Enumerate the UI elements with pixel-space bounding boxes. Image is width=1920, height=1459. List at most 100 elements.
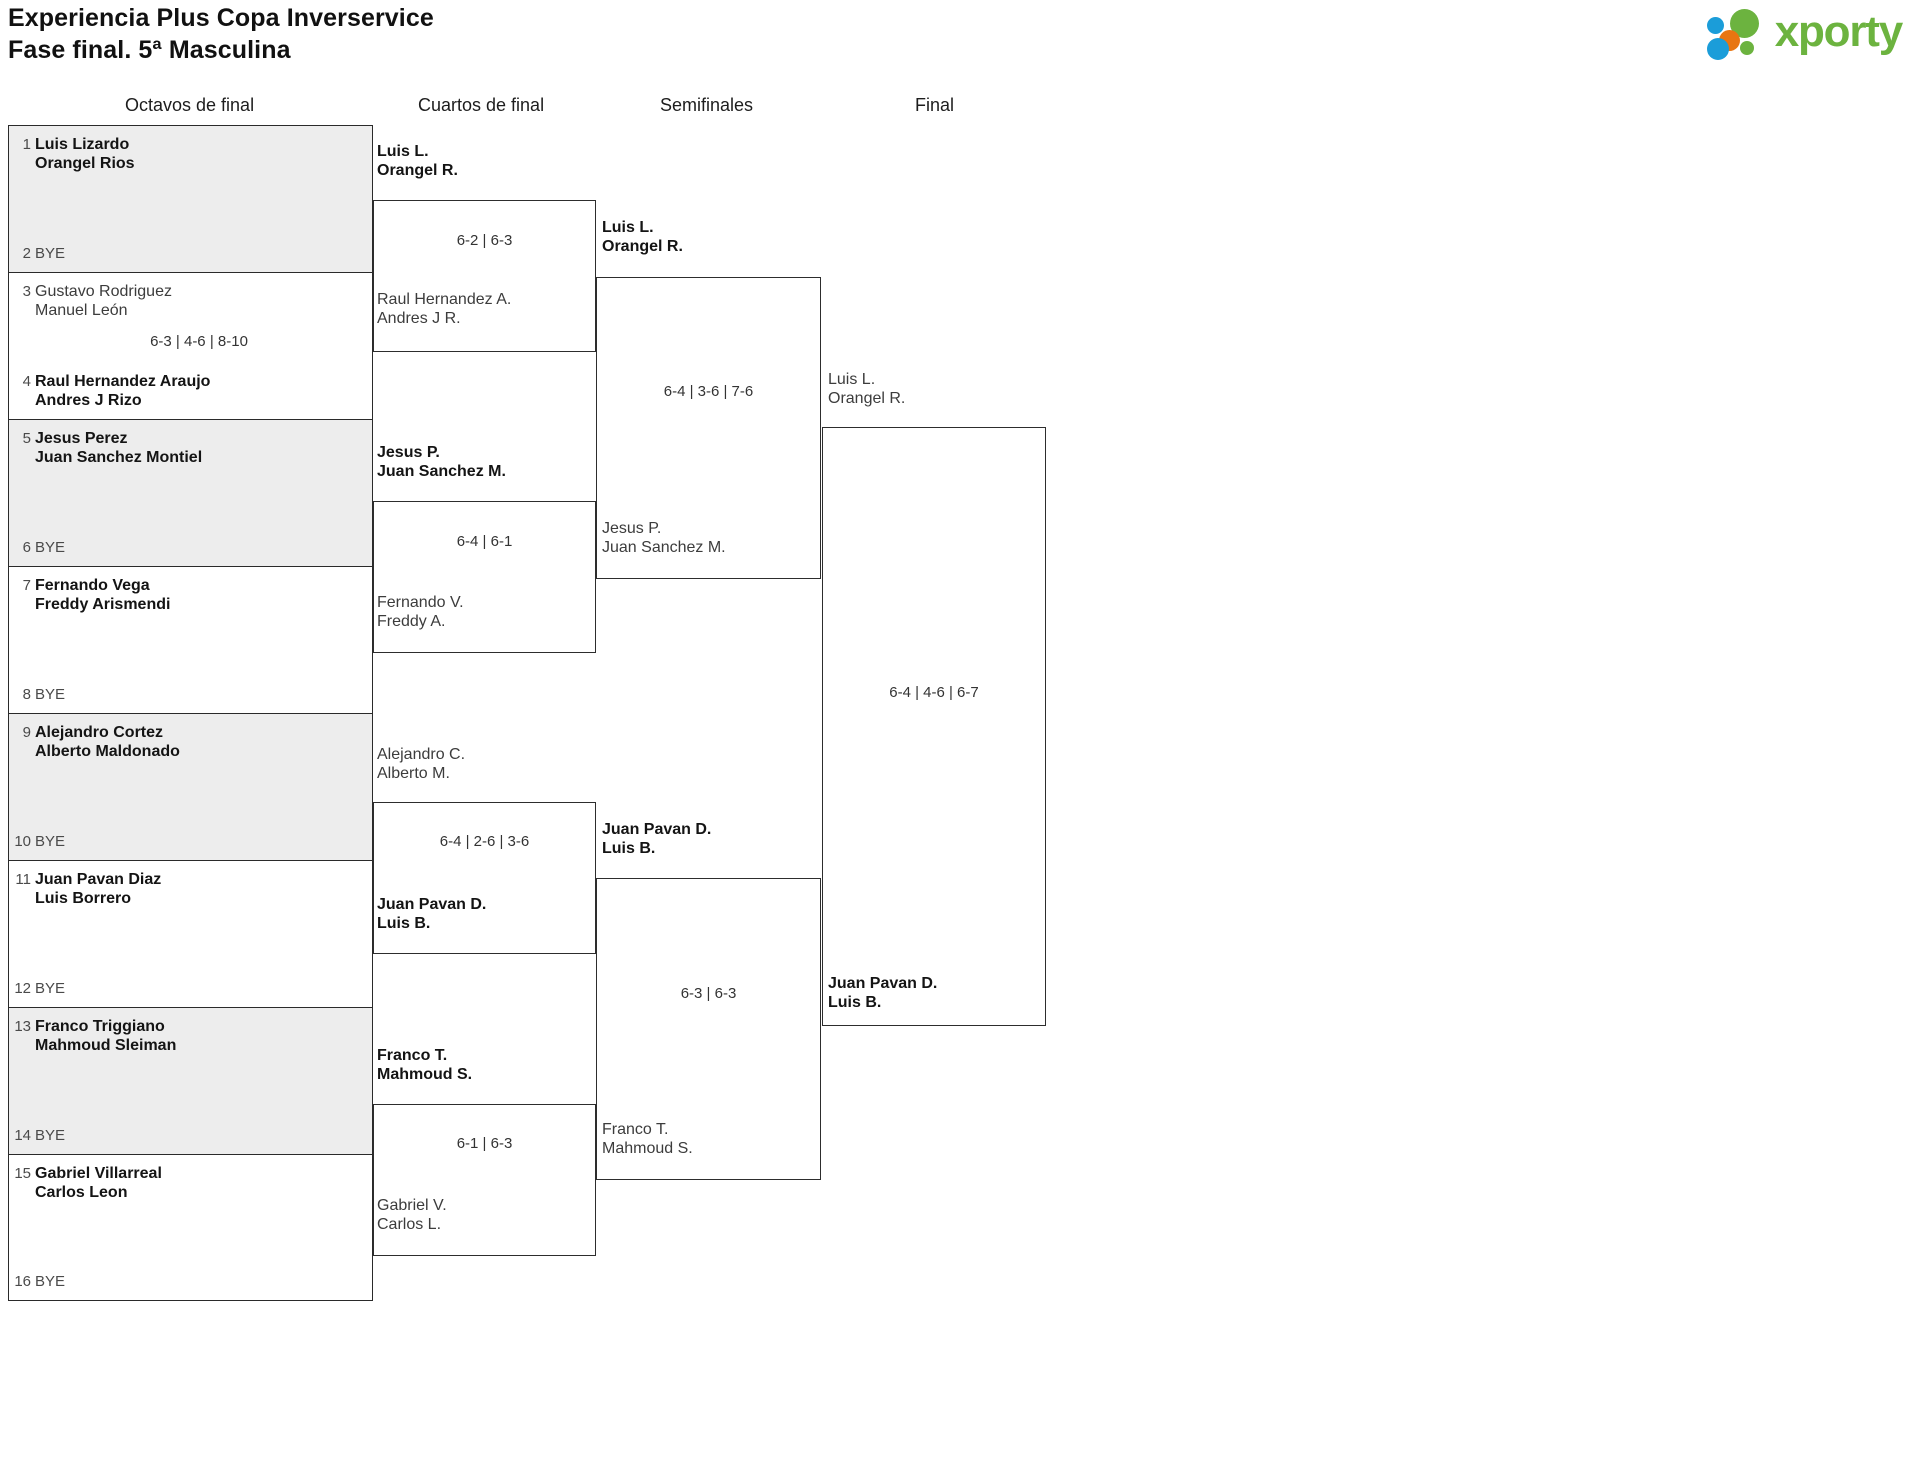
player-line-2: Carlos L. — [377, 1216, 442, 1233]
logo-wordmark: xporty — [1774, 7, 1903, 56]
player-line-2: Luis B. — [828, 994, 882, 1011]
r16-slot-7[interactable]: 7 Fernando Vega Freddy Arismendi — [9, 576, 372, 614]
player-line-1: Jesus P. — [602, 520, 662, 537]
r16-slot-4[interactable]: 4 Raul Hernandez Araujo Andres J Rizo — [9, 372, 372, 410]
player-line-1: Franco T. — [377, 1047, 448, 1064]
seed-number: 15 — [14, 1165, 31, 1182]
seed-number: 4 — [22, 373, 31, 390]
r16-match-3[interactable]: 5 Jesus Perez Juan Sanchez Montiel 6 BYE — [8, 419, 373, 566]
player-line-1: Gustavo Rodriguez — [35, 283, 172, 300]
player-line-2: Freddy Arismendi — [35, 596, 171, 613]
sf2-winner-name: Juan Pavan D. Luis B. — [602, 820, 711, 858]
final-box[interactable] — [822, 427, 1046, 1026]
r16-slot-11[interactable]: 11 Juan Pavan Diaz Luis Borrero — [9, 870, 372, 908]
r16-slot-10[interactable]: 10 BYE — [9, 832, 372, 851]
r16-slot-2[interactable]: 2 BYE — [9, 244, 372, 263]
sf2-score: 6-3 | 6-3 — [680, 985, 737, 1002]
seed-number: 3 — [22, 283, 31, 300]
qf2-winner-name: Jesus P. Juan Sanchez M. — [377, 443, 506, 481]
player-line-2: Alberto M. — [377, 765, 450, 782]
player-line-2: Orangel R. — [602, 238, 683, 255]
r16-match-5[interactable]: 9 Alejandro Cortez Alberto Maldonado 10 … — [8, 713, 373, 860]
logo-dots-icon — [1706, 8, 1769, 60]
qf1-winner-name: Luis L. Orangel R. — [377, 142, 458, 180]
qf4-winner-name: Franco T. Mahmoud S. — [377, 1046, 472, 1084]
seed-number: 1 — [22, 136, 31, 153]
sf2-box[interactable] — [596, 878, 821, 1180]
r16-slot-8[interactable]: 8 BYE — [9, 685, 372, 704]
player-line-1: Luis L. — [828, 371, 876, 388]
player-names: Alejandro Cortez Alberto Maldonado — [35, 723, 180, 761]
qf2-box[interactable] — [373, 501, 596, 653]
player-line-2: Manuel León — [35, 302, 128, 319]
player-names: Franco Triggiano Mahmoud Sleiman — [35, 1017, 176, 1055]
qf3-loser-name: Alejandro C. Alberto M. — [377, 745, 465, 783]
player-line-2: Andres J Rizo — [35, 392, 142, 409]
player-names: BYE — [35, 833, 66, 850]
player-line-1: Gabriel V. — [377, 1197, 447, 1214]
player-line-1: Alejandro C. — [377, 746, 466, 763]
player-line-1: Gabriel Villarreal — [35, 1165, 162, 1182]
r16-slot-16[interactable]: 16 BYE — [9, 1272, 372, 1291]
player-line-1: Juan Pavan D. — [828, 975, 938, 992]
r16-slot-1[interactable]: 1 Luis Lizardo Orangel Rios — [9, 135, 372, 173]
qf4-box[interactable] — [373, 1104, 596, 1256]
player-line-1: Juan Pavan D. — [377, 896, 487, 913]
xporty-logo[interactable]: xporty — [1706, 7, 1903, 60]
r16-slot-3[interactable]: 3 Gustavo Rodriguez Manuel León — [9, 282, 372, 320]
qf1-score: 6-2 | 6-3 — [456, 232, 513, 249]
sf2-loser-name: Franco T. Mahmoud S. — [602, 1120, 693, 1158]
round-header-octavos: Octavos de final — [125, 95, 255, 115]
r16-match-2[interactable]: 3 Gustavo Rodriguez Manuel León 6-3 | 4-… — [8, 272, 373, 419]
final-score: 6-4 | 4-6 | 6-7 — [889, 684, 979, 701]
r16-slot-9[interactable]: 9 Alejandro Cortez Alberto Maldonado — [9, 723, 372, 761]
r16-match-7[interactable]: 13 Franco Triggiano Mahmoud Sleiman 14 B… — [8, 1007, 373, 1154]
player-names: BYE — [35, 980, 66, 997]
seed-number: 2 — [22, 245, 31, 262]
r16-slot-13[interactable]: 13 Franco Triggiano Mahmoud Sleiman — [9, 1017, 372, 1055]
player-line-1: Luis L. — [377, 143, 429, 160]
page-title: Experiencia Plus Copa Inverservice Fase … — [8, 2, 434, 66]
seed-number: 12 — [14, 980, 31, 997]
player-names: Gabriel Villarreal Carlos Leon — [35, 1164, 162, 1202]
player-line-2: Orangel R. — [828, 390, 906, 407]
qf1-box[interactable] — [373, 200, 596, 352]
r16-slot-5[interactable]: 5 Jesus Perez Juan Sanchez Montiel — [9, 429, 372, 467]
player-line-2: Mahmoud Sleiman — [35, 1037, 177, 1054]
r16-slot-15[interactable]: 15 Gabriel Villarreal Carlos Leon — [9, 1164, 372, 1202]
sf1-winner-name: Luis L. Orangel R. — [602, 218, 683, 256]
player-names: Gustavo Rodriguez Manuel León — [35, 282, 172, 320]
player-line-2: Juan Sanchez M. — [377, 463, 506, 480]
r16-slot-12[interactable]: 12 BYE — [9, 979, 372, 998]
player-line-1: Luis Lizardo — [35, 136, 130, 153]
r16-match-6[interactable]: 11 Juan Pavan Diaz Luis Borrero 12 BYE — [8, 860, 373, 1007]
player-line-1: Jesus P. — [377, 444, 440, 461]
r16-match-4[interactable]: 7 Fernando Vega Freddy Arismendi 8 BYE — [8, 566, 373, 713]
player-line-1: Jesus Perez — [35, 430, 128, 447]
sf1-loser-name: Jesus P. Juan Sanchez M. — [602, 519, 726, 557]
player-line-2: Orangel R. — [377, 162, 458, 179]
qf2-score: 6-4 | 6-1 — [456, 533, 513, 550]
seed-number: 13 — [14, 1018, 31, 1035]
r16-match-1[interactable]: 1 Luis Lizardo Orangel Rios 2 BYE — [8, 125, 373, 272]
player-line-2: Juan Sanchez M. — [602, 539, 726, 556]
r16-slot-6[interactable]: 6 BYE — [9, 538, 372, 557]
seed-number: 7 — [22, 577, 31, 594]
player-line-1: Fernando Vega — [35, 577, 150, 594]
player-line-1: Fernando V. — [377, 594, 464, 611]
r16-match-8[interactable]: 15 Gabriel Villarreal Carlos Leon 16 BYE — [8, 1154, 373, 1301]
seed-number: 16 — [14, 1273, 31, 1290]
qf2-loser-name: Fernando V. Freddy A. — [377, 593, 464, 631]
seed-number: 10 — [14, 833, 31, 850]
player-names: Luis Lizardo Orangel Rios — [35, 135, 135, 173]
r16-slot-14[interactable]: 14 BYE — [9, 1126, 372, 1145]
qf3-box[interactable] — [373, 802, 596, 954]
player-names: BYE — [35, 1273, 66, 1290]
sf1-box[interactable] — [596, 277, 821, 579]
player-line-1: Juan Pavan D. — [602, 821, 712, 838]
seed-number: 6 — [22, 539, 31, 556]
player-names: BYE — [35, 245, 66, 262]
player-names: Raul Hernandez Araujo Andres J Rizo — [35, 372, 210, 410]
round-header-semifinales: Semifinales — [660, 95, 754, 115]
